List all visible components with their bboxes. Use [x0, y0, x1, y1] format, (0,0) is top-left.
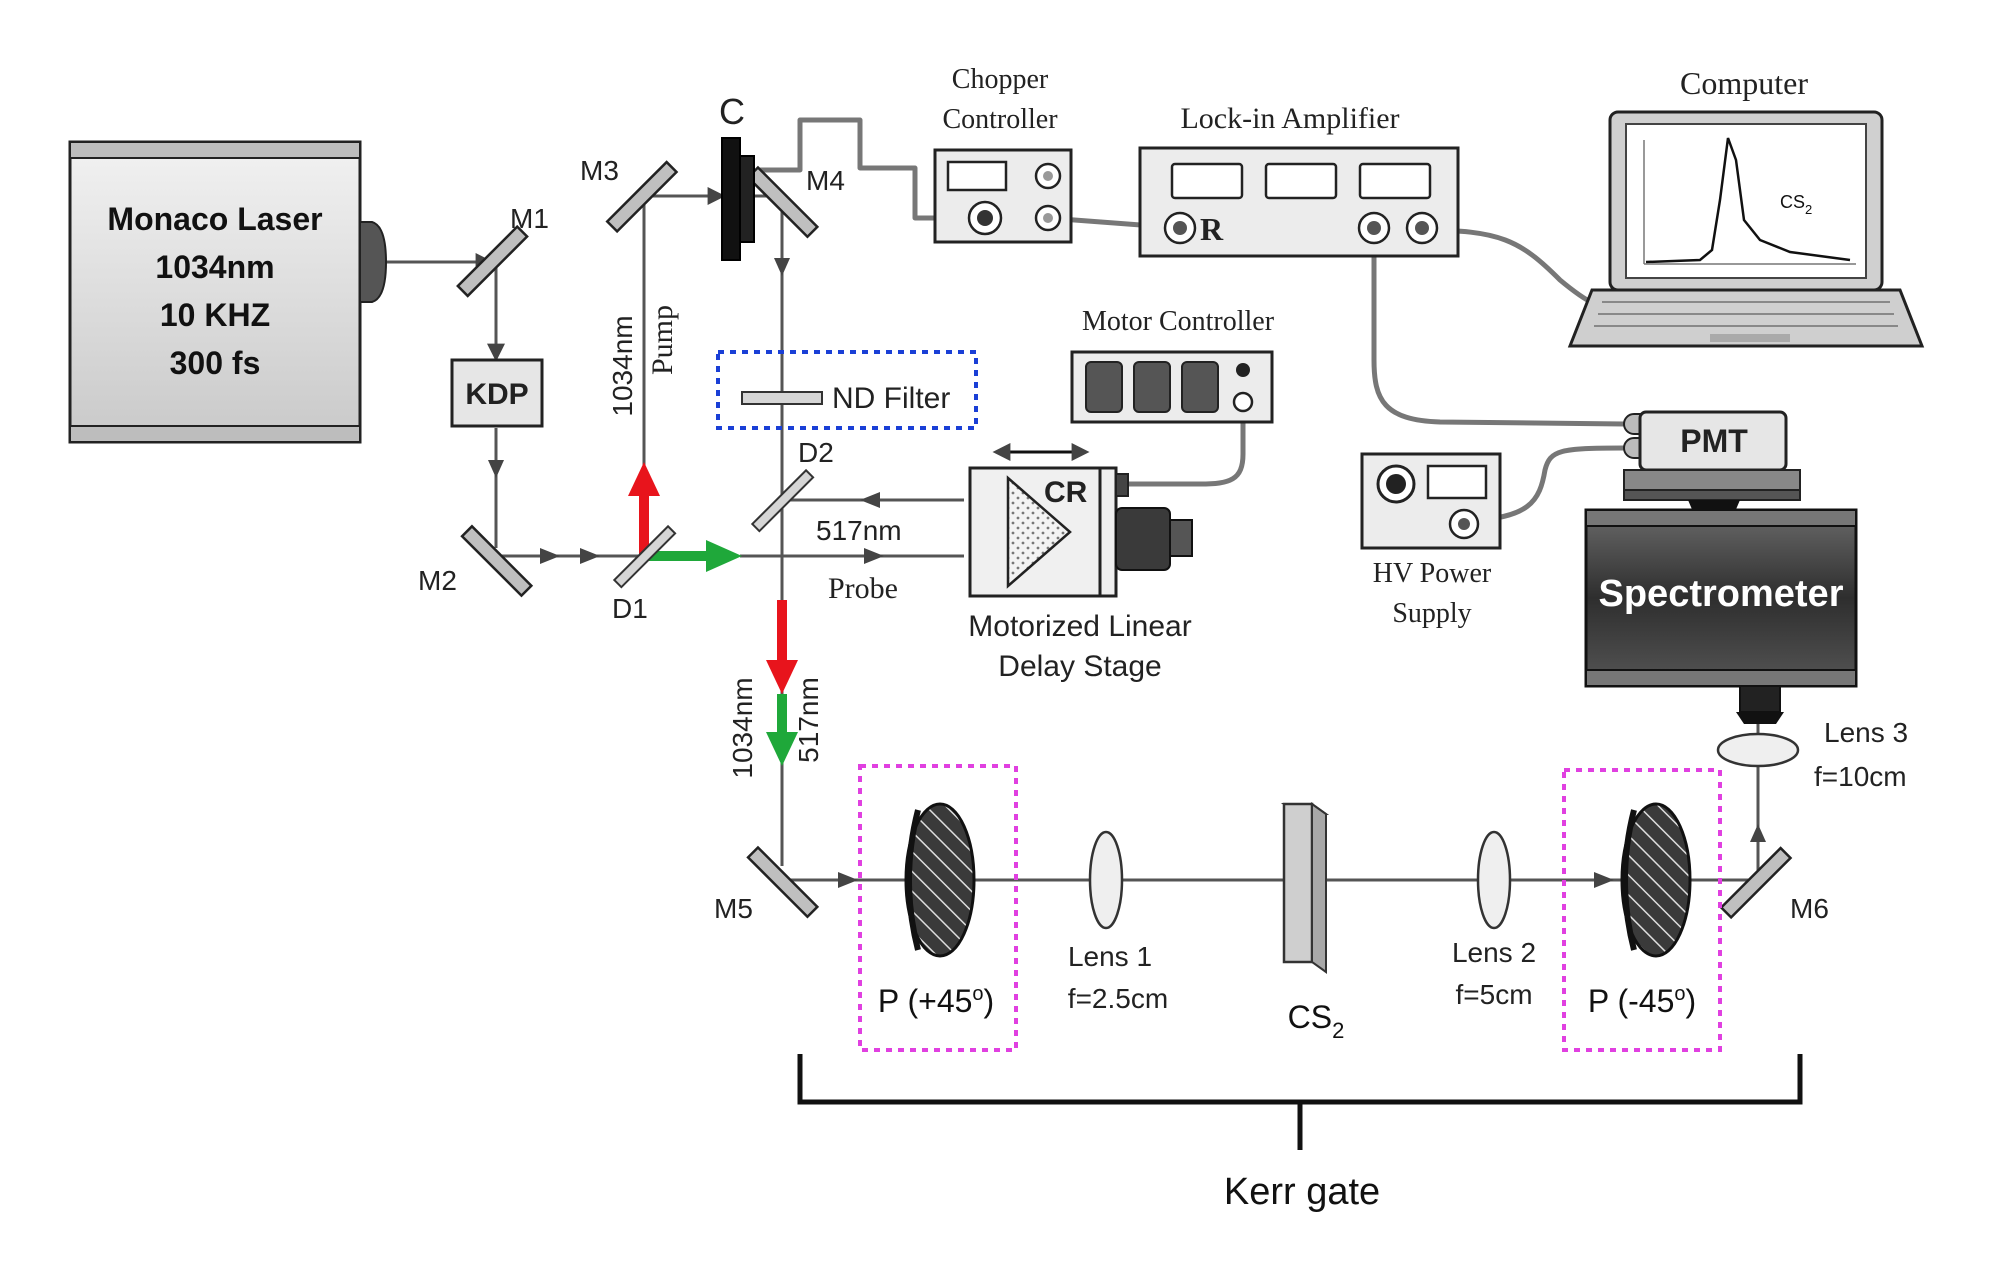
laser-pulse-width: 300 fs: [170, 345, 261, 381]
chopper-controller-label-2: Controller: [942, 104, 1058, 135]
laser-wavelength: 1034nm: [155, 249, 274, 285]
kdp-label: KDP: [465, 378, 528, 411]
computer-label: Computer: [1680, 65, 1808, 101]
hv-power-supply: HV Power Supply: [1360, 452, 1502, 629]
nd-filter-label: ND Filter: [832, 382, 950, 415]
dichroic-d1: D1: [612, 524, 677, 624]
polarizer-minus45: P (-45o): [1562, 768, 1722, 1052]
lens-1: Lens 1 f=2.5cm: [1068, 830, 1168, 1014]
polarizer-plus45: P (+45o): [858, 764, 1018, 1052]
combined-pump-wavelength-label: 1034nm: [727, 677, 758, 778]
computer: Computer CS2: [1567, 65, 1925, 348]
chopper-label: C: [719, 91, 745, 132]
hv-label-2: Supply: [1392, 598, 1471, 629]
signal-cables: [757, 117, 1627, 523]
laser-rep-rate: 10 KHZ: [160, 297, 270, 333]
dichroic-d1-label: D1: [612, 593, 648, 624]
combined-probe-arrow: [766, 694, 798, 766]
lens-3-label-2: f=10cm: [1814, 761, 1907, 792]
computer-trace-label: CS2: [1780, 192, 1812, 217]
polarizer-minus45-label: P (-45o): [1588, 983, 1696, 1019]
dichroic-d2: D2: [750, 437, 834, 533]
mirror-m2-label: M2: [418, 565, 457, 596]
chopper-controller: Chopper Controller: [933, 64, 1073, 244]
dichroic-d2-label: D2: [798, 437, 834, 468]
motor-controller: Motor Controller: [1070, 306, 1275, 424]
hv-label-1: HV Power: [1373, 558, 1492, 589]
optical-chopper: C: [719, 91, 755, 261]
mirror-m5-label: M5: [714, 893, 753, 924]
motor-controller-label: Motor Controller: [1082, 306, 1275, 337]
mirror-m5: M5: [714, 845, 820, 924]
lens-2: Lens 2 f=5cm: [1452, 830, 1536, 1010]
polarizer-plus45-label: P (+45o): [878, 983, 994, 1019]
combined-pump-arrow: [766, 600, 798, 694]
mirror-m1: M1: [456, 203, 549, 298]
cs2-label: CS2: [1288, 999, 1345, 1043]
chopper-controller-label-1: Chopper: [952, 64, 1049, 95]
lock-in-amplifier: Lock-in Amplifier R: [1138, 102, 1460, 258]
mirror-m3-label: M3: [580, 155, 619, 186]
pump-wavelength-label: 1034nm: [607, 315, 638, 416]
mirror-m1-label: M1: [510, 203, 549, 234]
spectrometer: Spectrometer: [1584, 508, 1858, 724]
lock-in-ref-label: R: [1200, 211, 1224, 247]
pmt-label: PMT: [1680, 423, 1748, 459]
pmt: PMT: [1623, 410, 1801, 514]
laser-name: Monaco Laser: [107, 201, 322, 237]
monaco-laser: Monaco Laser 1034nm 10 KHZ 300 fs: [68, 140, 388, 444]
kdp-crystal: KDP: [450, 358, 544, 428]
mirror-m6: M6: [1719, 846, 1829, 924]
motorized-delay-stage: CR Motorized Linear Delay Stage: [968, 443, 1193, 683]
probe-label: Probe: [828, 572, 898, 605]
combined-probe-wavelength-label: 517nm: [793, 677, 824, 763]
mirror-m6-label: M6: [1790, 893, 1829, 924]
kerr-gate-bracket: Kerr gate: [797, 1054, 1803, 1213]
mirror-m3: M3: [580, 155, 679, 234]
delay-stage-label-1: Motorized Linear: [968, 610, 1191, 643]
mirror-m4-label: M4: [806, 165, 845, 196]
lens-1-label-2: f=2.5cm: [1068, 983, 1168, 1014]
lens-2-label-1: Lens 2: [1452, 937, 1536, 968]
spectrometer-label: Spectrometer: [1599, 573, 1844, 615]
cs2-sample: CS2: [1280, 802, 1345, 1043]
retroreflector-label: CR: [1044, 476, 1088, 509]
lens-3: Lens 3 f=10cm: [1716, 717, 1908, 792]
lens-2-label-2: f=5cm: [1455, 979, 1532, 1010]
lock-in-label: Lock-in Amplifier: [1180, 102, 1399, 135]
kerr-gate-label: Kerr gate: [1224, 1171, 1380, 1213]
nd-filter: ND Filter: [716, 350, 978, 430]
lens-3-label-1: Lens 3: [1824, 717, 1908, 748]
probe-wavelength-label: 517nm: [816, 515, 902, 546]
mirror-m2: M2: [418, 524, 534, 598]
probe-right-arrow: [644, 540, 742, 572]
mirror-m4: M4: [746, 165, 845, 239]
lens-1-label-1: Lens 1: [1068, 941, 1152, 972]
delay-stage-label-2: Delay Stage: [998, 650, 1161, 683]
pump-up-arrow: [628, 462, 660, 556]
pump-label: Pump: [646, 305, 679, 375]
